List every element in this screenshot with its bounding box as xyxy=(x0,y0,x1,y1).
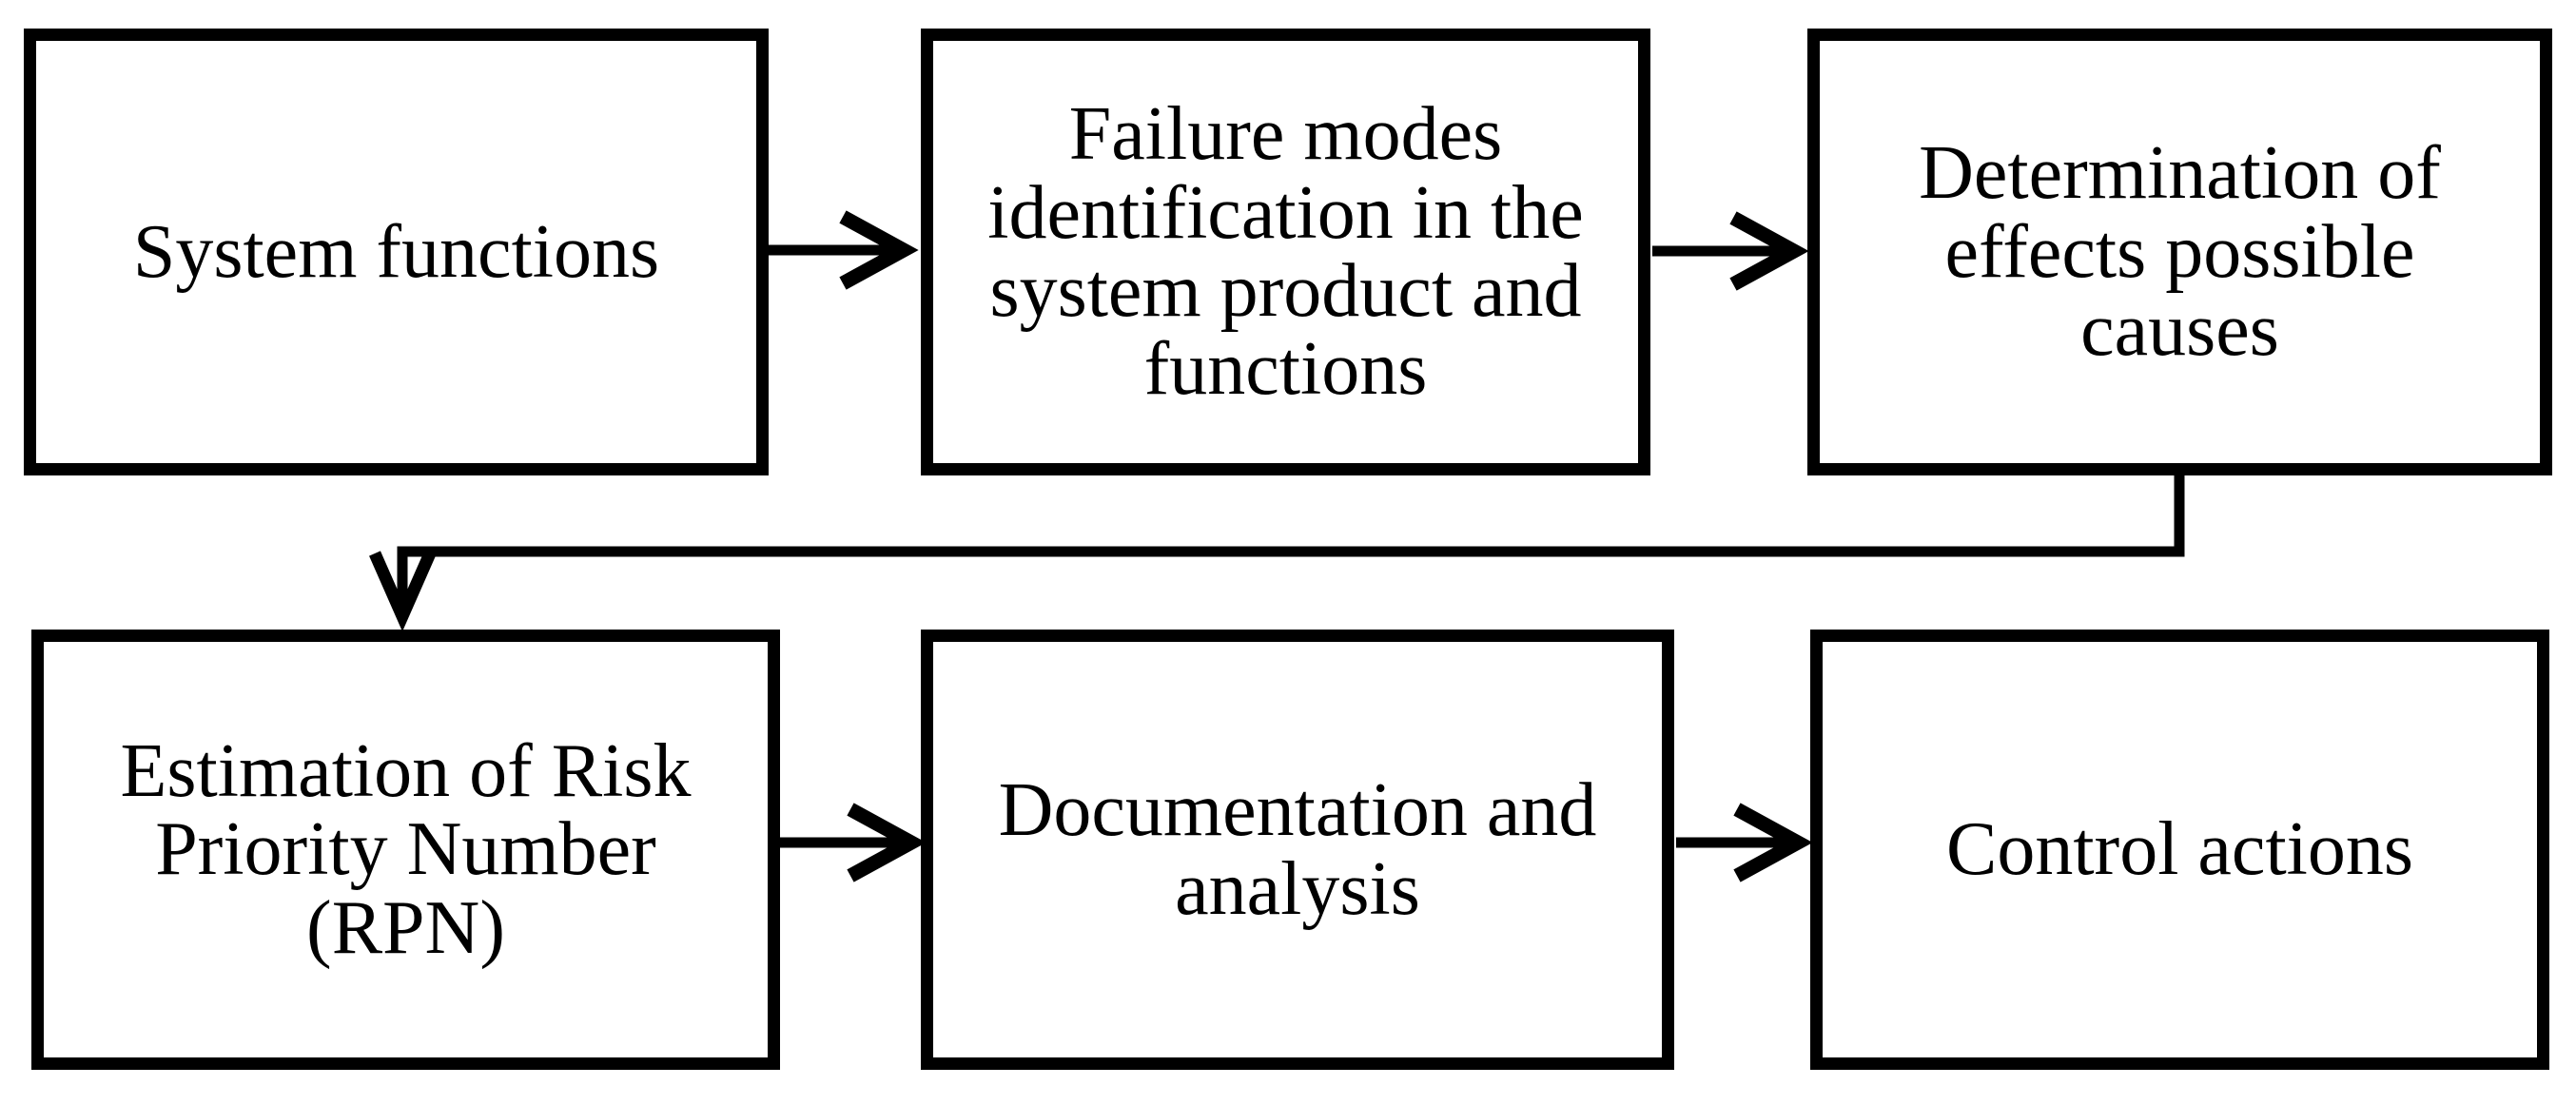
flow-box-failure-modes-identification: Failure modes identification in the syst… xyxy=(921,29,1650,475)
flow-box-label: Documentation and analysis xyxy=(998,768,1597,931)
flow-box-documentation-and-analysis: Documentation and analysis xyxy=(921,630,1674,1070)
arrowhead-right-icon xyxy=(1729,211,1809,291)
arrowhead-down-icon xyxy=(369,551,436,632)
flow-box-label: Control actions xyxy=(1945,807,2414,892)
arrow-rpn-estimation-to-documentation xyxy=(778,803,927,882)
flow-box-label: Estimation of Risk Priority Number (RPN) xyxy=(120,728,692,970)
flow-box-label: Determination of effects possible causes xyxy=(1919,131,2441,373)
flow-box-system-functions: System functions xyxy=(24,29,769,475)
flow-box-determination-of-effects: Determination of effects possible causes xyxy=(1807,29,2552,475)
arrow-system-functions-to-failure-modes xyxy=(767,210,919,290)
flow-box-control-actions: Control actions xyxy=(1810,630,2549,1070)
flow-box-rpn-estimation: Estimation of Risk Priority Number (RPN) xyxy=(31,630,780,1070)
connector-determination-effects-to-rpn-estimation xyxy=(369,471,2185,632)
arrow-documentation-to-control-actions xyxy=(1676,803,1813,882)
arrowhead-right-icon xyxy=(1733,803,1813,882)
flow-box-label: Failure modes identification in the syst… xyxy=(987,92,1584,412)
arrowhead-right-icon xyxy=(847,803,927,882)
arrowhead-right-icon xyxy=(839,210,919,290)
arrow-failure-modes-to-determination-effects xyxy=(1652,211,1809,291)
flow-box-label: System functions xyxy=(132,209,660,294)
